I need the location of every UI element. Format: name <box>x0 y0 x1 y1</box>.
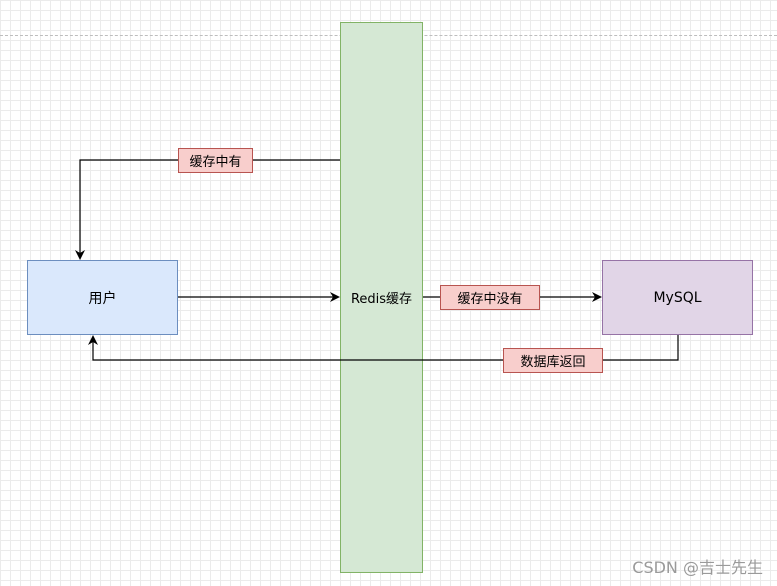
redis-cache-label: Redis缓存 <box>350 291 413 307</box>
cache-hit-label[interactable]: 缓存中有 <box>178 148 253 173</box>
edge-db-return <box>88 335 679 361</box>
user-node-label: 用户 <box>88 290 117 307</box>
csdn-watermark: CSDN @吉士先生 <box>632 558 763 577</box>
cache-miss-label[interactable]: 缓存中没有 <box>440 285 540 310</box>
edge-cache-hit <box>75 159 340 260</box>
mysql-node-label: MySQL <box>653 289 702 306</box>
db-return-label[interactable]: 数据库返回 <box>503 348 603 373</box>
mysql-node[interactable]: MySQL <box>602 260 753 335</box>
redis-cache-node[interactable] <box>340 22 423 573</box>
user-node[interactable]: 用户 <box>27 260 178 335</box>
